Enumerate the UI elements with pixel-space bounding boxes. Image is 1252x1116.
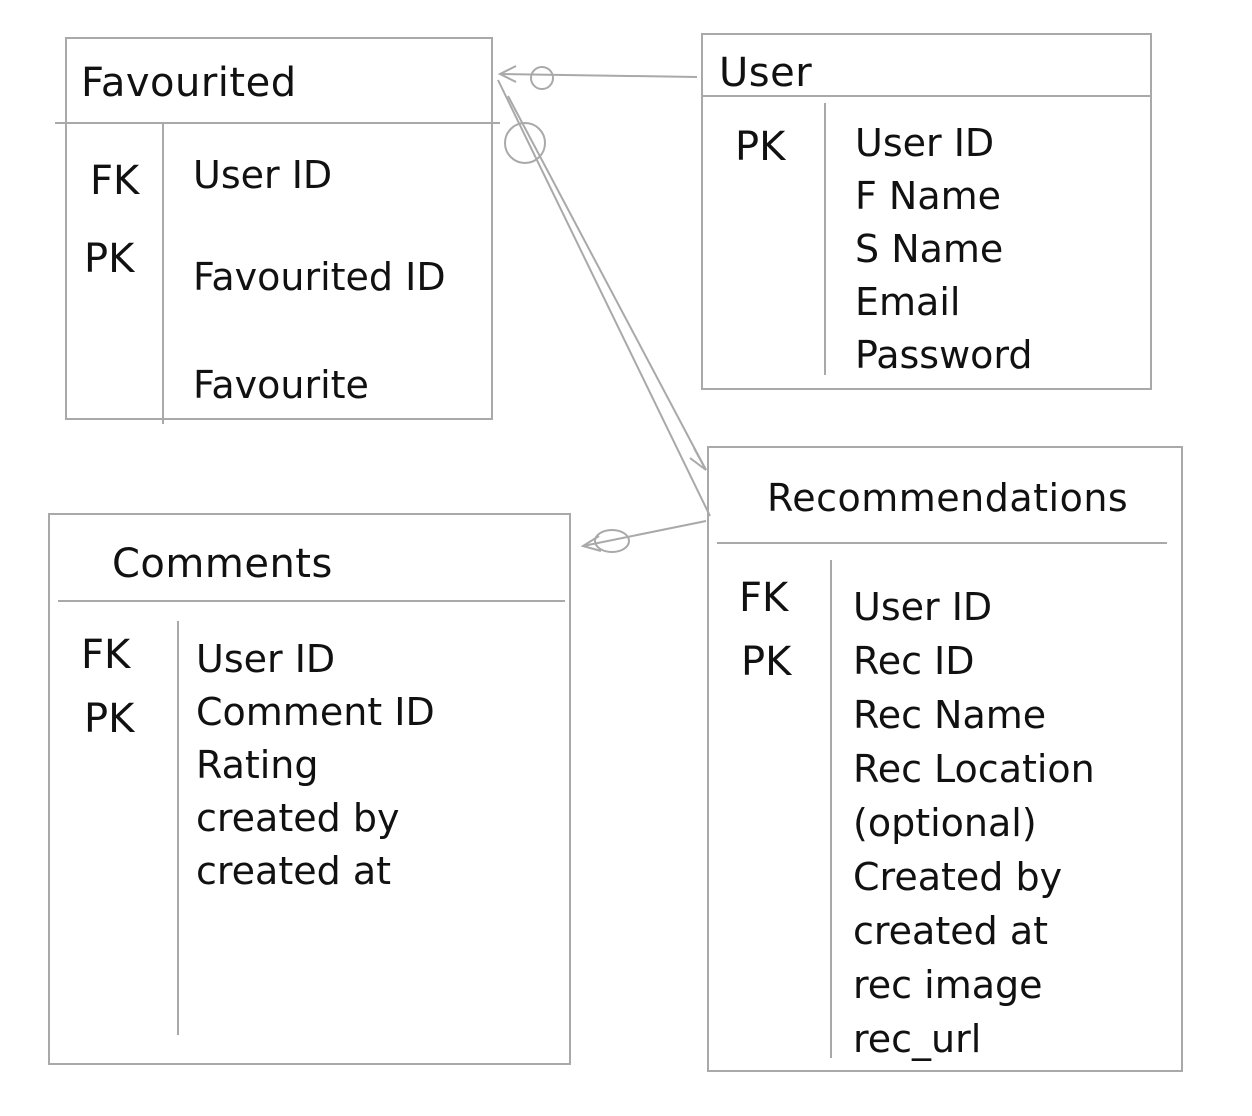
- entity-user: User PK User ID F Name S Name Email Pass…: [701, 33, 1152, 390]
- connector-line: [499, 73, 698, 78]
- field-user-id: User ID: [855, 121, 995, 165]
- field-comment-id: Comment ID: [196, 690, 435, 734]
- key-label-pk: PK: [84, 236, 135, 282]
- optional-circle-marker: [530, 66, 554, 90]
- connector-line: [507, 95, 707, 471]
- field-rec-url: rec_url: [853, 1017, 982, 1061]
- field-created-by: created by: [196, 796, 400, 840]
- arrowhead: [689, 447, 707, 471]
- field-list: User ID F Name S Name Email Password: [855, 117, 1033, 382]
- field-email: Email: [855, 280, 961, 324]
- field-rec-name: Rec Name: [853, 693, 1047, 737]
- field-rec-image: rec image: [853, 963, 1043, 1007]
- field-rating: Rating: [196, 743, 319, 787]
- optional-circle-marker: [594, 529, 630, 553]
- field-password: Password: [855, 333, 1033, 377]
- arrowhead: [497, 65, 517, 83]
- field-rec-id: Rec ID: [853, 639, 975, 683]
- field-favourited-id: Favourited ID: [193, 255, 446, 299]
- arrowhead: [580, 535, 602, 552]
- field-user-id: User ID: [196, 637, 336, 681]
- relationship-user-favourited: [497, 65, 698, 90]
- connector-line: [497, 79, 711, 517]
- entity-title: Favourited: [81, 60, 297, 106]
- field-created-at: created at: [196, 849, 392, 893]
- key-label-fk: FK: [739, 575, 789, 621]
- header-divider: [703, 95, 1150, 97]
- entity-title: Comments: [112, 541, 333, 587]
- entity-title: Recommendations: [767, 476, 1129, 520]
- field-list: User ID Comment ID Rating created by cre…: [196, 633, 435, 898]
- field-optional-note: (optional): [853, 801, 1037, 845]
- field-s-name: S Name: [855, 227, 1004, 271]
- key-column-divider: [830, 560, 832, 1058]
- optional-circle-marker: [504, 122, 546, 164]
- field-user-id: User ID: [193, 153, 333, 197]
- key-label-fk: FK: [90, 158, 140, 204]
- entity-favourited: Favourited FK PK User ID Favourited ID F…: [55, 37, 500, 424]
- key-label-fk: FK: [81, 632, 131, 678]
- field-f-name: F Name: [855, 174, 1002, 218]
- relationship-favourited-recommendations: [497, 79, 711, 517]
- connector-line: [582, 520, 707, 547]
- field-favourite: Favourite: [193, 363, 369, 407]
- entity-comments: Comments FK PK User ID Comment ID Rating…: [48, 513, 571, 1065]
- field-list: User ID Rec ID Rec Name Rec Location (op…: [853, 580, 1095, 1066]
- key-column-divider: [177, 621, 179, 1035]
- field-created-by: Created by: [853, 855, 1063, 899]
- field-user-id: User ID: [853, 585, 993, 629]
- key-label-pk: PK: [84, 696, 135, 742]
- key-column-divider: [162, 124, 164, 424]
- header-divider: [58, 600, 565, 602]
- relationship-recommendations-comments: [580, 520, 707, 553]
- entity-recommendations: Recommendations FK PK User ID Rec ID Rec…: [707, 446, 1183, 1072]
- field-rec-location: Rec Location: [853, 747, 1095, 791]
- key-label-pk: PK: [741, 639, 792, 685]
- entity-title: User: [719, 50, 813, 96]
- header-divider: [717, 542, 1167, 544]
- key-column-divider: [824, 103, 826, 375]
- header-divider: [55, 122, 500, 124]
- field-created-at: created at: [853, 909, 1049, 953]
- key-label-pk: PK: [735, 124, 786, 170]
